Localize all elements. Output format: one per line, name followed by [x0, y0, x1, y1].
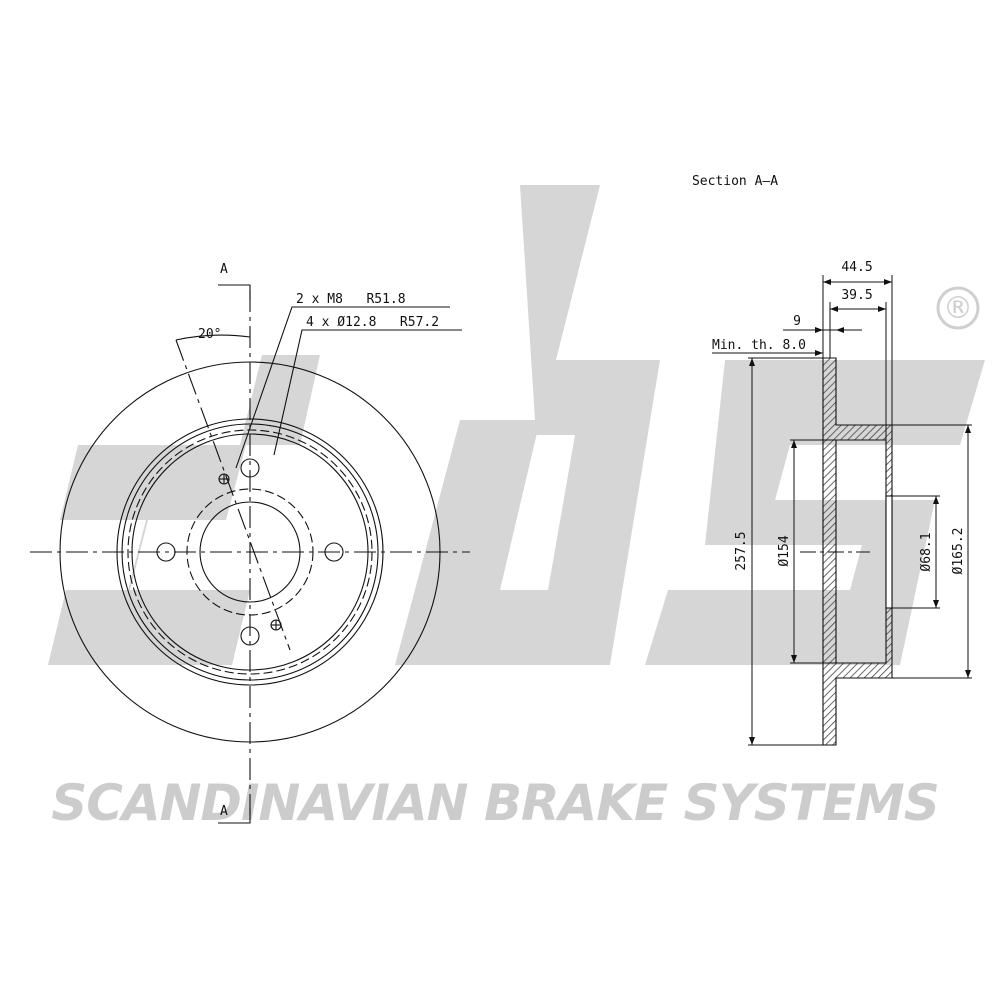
- watermark-letter-s2: [645, 360, 985, 665]
- callout-holes-text: 4 x Ø12.8 R57.2: [306, 315, 439, 330]
- registered-mark: ®: [936, 286, 980, 330]
- section-view: Section A–A 44.5 39.5 9 Min. th. 8.0 257…: [692, 174, 972, 746]
- threaded-hole-axis: [175, 339, 291, 651]
- dim-disc-diameter-label: 257.5: [734, 531, 749, 570]
- section-label-top: A: [220, 262, 228, 277]
- angle-label: 20°: [198, 327, 221, 342]
- section-title: Section A–A: [692, 174, 778, 189]
- dim-hat-inner-diameter-label: Ø154: [777, 535, 792, 566]
- dim-overall-height-label: 44.5: [841, 260, 872, 275]
- callout-threads-leader: [235, 306, 450, 469]
- registered-mark-glyph: ®: [943, 291, 973, 326]
- center-bore-section: [885, 495, 893, 609]
- dim-thickness-label: 9: [793, 314, 801, 329]
- dim-hat-height-label: 39.5: [841, 288, 872, 303]
- dim-hat-outer-diameter-label: Ø165.2: [951, 528, 966, 575]
- dimension-arrowheads: [749, 279, 971, 745]
- angle-arc: [175, 334, 251, 341]
- front-view: [30, 284, 470, 824]
- section-mark-bottom-line: [218, 808, 251, 824]
- callout-threads-text: 2 x M8 R51.8: [296, 292, 406, 307]
- section-label-bottom: A: [220, 804, 228, 819]
- sbs-watermark-logo: [48, 185, 985, 665]
- watermark-tagline: SCANDINAVIAN BRAKE SYSTEMS: [51, 774, 939, 832]
- watermark-letter-b: [395, 185, 660, 665]
- section-mark-top-line: [218, 284, 251, 300]
- callout-holes-leader: [273, 329, 462, 456]
- dim-min-thickness-label: Min. th. 8.0: [712, 338, 806, 353]
- front-view-labels: A A 20° 2 x M8 R51.8 4 x Ø12.8 R57.2: [198, 262, 439, 819]
- watermark-letter-s1: [48, 355, 320, 665]
- dim-center-bore-label: Ø68.1: [919, 532, 934, 571]
